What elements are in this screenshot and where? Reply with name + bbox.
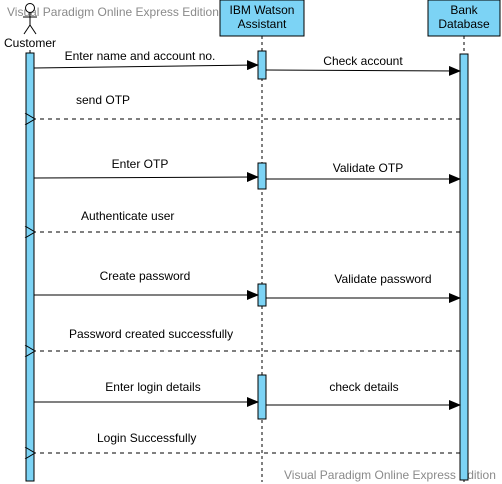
customer-activation-bar (25, 52, 35, 482)
message-label: Password created successfully (69, 327, 233, 341)
message-check-details[interactable]: check details (266, 380, 461, 410)
watson-activation-bar (257, 50, 267, 80)
message-label: Check account (323, 54, 403, 68)
message-label: Validate OTP (333, 161, 403, 175)
message-label: check details (329, 380, 398, 394)
message-enter-login-details[interactable]: Enter login details (34, 380, 259, 407)
message-label: Enter name and account no. (65, 49, 216, 63)
customer-actor[interactable]: Customer (4, 3, 56, 51)
message-label: Create password (100, 269, 191, 283)
participant-bank-database[interactable]: Bank Database (427, 0, 501, 37)
message-validate-password[interactable]: Validate password (266, 272, 461, 303)
watson-activation-bar (257, 283, 267, 307)
message-label: Login Successfully (97, 431, 196, 445)
participant-label-line1: Bank (450, 3, 478, 17)
watson-activation-bar (257, 162, 267, 190)
message-label: Enter OTP (112, 157, 169, 171)
watermark-bottom: Visual Paradigm Online Express Edition (284, 468, 496, 482)
message-arrow (265, 65, 461, 76)
watson-activation-bar (257, 374, 267, 420)
message-authenticate-user[interactable]: Authenticate user (35, 209, 460, 232)
message-label: Authenticate user (81, 209, 174, 223)
participant-box (219, 0, 305, 37)
participant-label-line2: Assistant (238, 17, 287, 31)
stick-figure-icon (23, 3, 37, 35)
message-label: send OTP (76, 93, 130, 107)
message-label: Enter login details (105, 380, 200, 394)
watermark-top: Visual Paradigm Online Express Edition (7, 5, 219, 19)
participant-ibm-watson[interactable]: IBM Watson Assistant (219, 0, 305, 37)
message-enter-name-account[interactable]: Enter name and account no. (33, 49, 259, 71)
message-password-created[interactable]: Password created successfully (35, 327, 460, 351)
message-send-otp[interactable]: send OTP (35, 93, 460, 119)
participant-label-line1: IBM Watson (230, 3, 295, 17)
message-login-successfully[interactable]: Login Successfully (35, 431, 460, 453)
participant-label-line2: Database (438, 17, 490, 31)
customer-label: Customer (4, 36, 56, 50)
message-check-account[interactable]: Check account (265, 54, 461, 76)
message-create-password[interactable]: Create password (34, 269, 259, 300)
message-label: Validate password (334, 272, 431, 286)
message-arrow (33, 60, 259, 71)
bank-activation-bar (459, 53, 469, 481)
message-validate-otp[interactable]: Validate OTP (266, 161, 461, 184)
message-enter-otp[interactable]: Enter OTP (33, 157, 259, 183)
message-arrow (33, 172, 259, 183)
